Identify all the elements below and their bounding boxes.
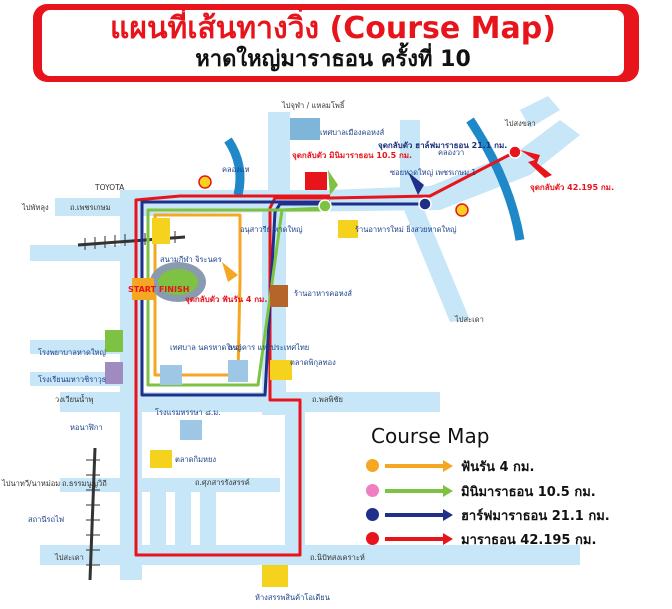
legend-line <box>385 513 445 517</box>
legend-dot <box>366 532 379 545</box>
legend-dot <box>366 508 379 521</box>
city-hall-label: เทศบาลเมืองคอหงส์ <box>320 128 385 137</box>
market2-label: ตลาดกิมหยง <box>175 455 216 464</box>
to-sadao-label: ไปสะเดา <box>454 315 484 324</box>
to-songkhla-label: ไปสงขลา <box>504 119 536 128</box>
legend-label: ฟันรัน 4 กม. <box>461 460 535 475</box>
stadium-label: สนามกีฬา จิระนคร <box>160 255 222 264</box>
station-label: สถานีรถไฟ <box>28 515 64 524</box>
legend-dot <box>366 459 379 472</box>
turnaround-mini-dot <box>318 199 332 213</box>
route-mini <box>146 206 326 387</box>
legend-label: ฮาร์ฟมาราธอน 21.1 กม. <box>461 509 610 524</box>
shop-label: ตลาดพิกุลทอง <box>290 358 336 367</box>
to-sadao-low-label: ไปสะเดา <box>54 553 84 562</box>
toyota-label: TOYOTA <box>94 183 125 192</box>
legend-arrow-icon <box>443 509 453 521</box>
legend-arrow-icon <box>443 485 453 497</box>
school-label: โรงเรียนมหาวชิราวุธ <box>38 375 106 384</box>
khlong-hae-label: คลองแห <box>222 165 250 174</box>
legend-title: Course Map <box>371 424 490 448</box>
tp-fun-label: จุดกลับตัว ฟันรัน 4 กม. <box>185 295 267 305</box>
turnaround-half-dot <box>418 197 432 211</box>
header-inner <box>42 10 624 76</box>
khlong-wa-label: คลองวา <box>438 148 464 157</box>
hotel-label: โรงแรมหรรษา ๘.ม. <box>155 408 221 417</box>
legend-line <box>385 489 445 493</box>
phetkasem-left-label: ถ.เพชรเกษม <box>70 203 111 212</box>
park-label: ธนาคาร แห่งประเทศไทย <box>228 343 309 352</box>
anniversary-label: อนุสาวรีย์ หาดใหญ่ <box>240 225 302 234</box>
thammanoon-label: ถ.ธรรมนูญวิถี <box>62 479 107 488</box>
tp-full-label: จุดกลับตัว 42.195 กม. <box>530 183 614 193</box>
map-subtitle: หาดใหญ่มาราธอน ครั้งที่ 10 <box>195 47 471 72</box>
restaurant-label: ร้านอาหารคอหงส์ <box>294 289 352 298</box>
to-songkhla-low-label: ไปนาทวี/นาหม่อม <box>1 479 60 488</box>
songkhla-road-label: ซอยหาดใหญ่ เพชรเกษม 1 <box>390 168 476 177</box>
legend-label: มินิมาราธอน 10.5 กม. <box>461 485 596 500</box>
phetkasem-right-label: ถ.พลพิชัย <box>312 395 343 404</box>
building-icons <box>105 118 358 587</box>
tp-mini-label: จุดกลับตัว มินิมาราธอน 10.5 กม. <box>292 151 412 161</box>
top-road-label: ไปจุฬา / แหลมโพธิ์ <box>281 100 346 110</box>
map-title: แผนที่เส้นทางวิ่ง (Course Map) <box>110 11 556 46</box>
legend-arrow-icon <box>443 533 453 545</box>
tp-half-label: จุดกลับตัว ฮาล์ฟมาราธอน 21.1 กม. <box>378 140 507 151</box>
legend-line <box>385 537 445 541</box>
hospital-label: โรงพยาบาลหาดใหญ่ <box>38 348 106 357</box>
turnaround-arrows <box>222 150 552 282</box>
ratchamung-label: ถ.ศุภสารรังสรรค์ <box>195 478 250 487</box>
legend-arrow-icon <box>443 460 453 472</box>
municipal-label: เทศบาล นครหาดใหญ่ <box>170 343 241 352</box>
canals <box>224 117 525 241</box>
legend-label: มาราธอน 42.195 กม. <box>461 533 597 548</box>
legend-line <box>385 464 445 468</box>
wat-label: วงเวียนน้ำพุ <box>55 394 94 404</box>
police-label: หอนาฬิกา <box>70 423 103 432</box>
legend-dot <box>366 484 379 497</box>
shell-icon <box>198 175 469 217</box>
bottom-building-label: ห้างสรรพสินค้าโอเดียน <box>255 593 330 602</box>
start-finish-label: START FINISH <box>128 285 189 294</box>
to-phatthalung-label: ไปพัทลุง <box>21 203 49 212</box>
stadium-icon <box>150 218 206 302</box>
route-marathon <box>134 150 516 557</box>
market1-label: ร้านอาหารใหม่ ยิ่งสวยหาดใหญ่ <box>355 224 456 234</box>
nippon-label: ถ.นิปัทสงเคราะห์ <box>310 553 365 562</box>
route-fun <box>153 213 242 377</box>
turnaround-full-dot <box>508 145 522 159</box>
